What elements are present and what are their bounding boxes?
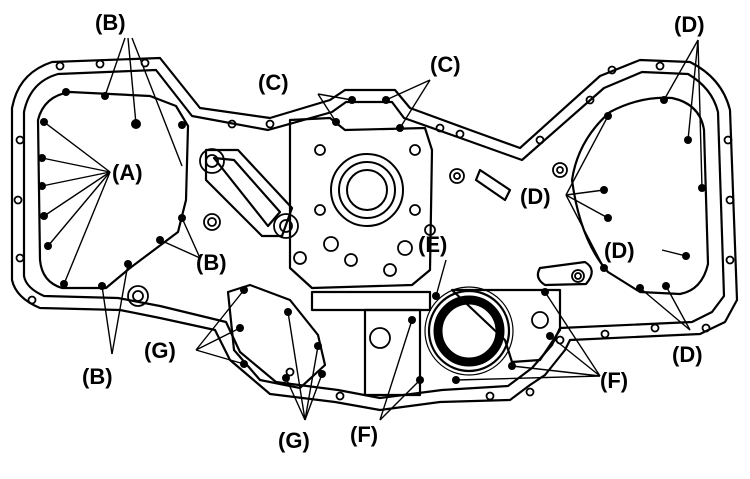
callout-labels: (B) (C) (C) (D) (A) (D) (E) (B) (D) (G) … [82, 10, 705, 453]
leader-lines [41, 37, 703, 421]
label-f-bottom: (F) [350, 422, 378, 447]
label-g-left: (G) [144, 338, 176, 363]
cover-holes [13, 58, 735, 401]
label-b-bottom: (B) [82, 364, 113, 389]
upper-bore [330, 153, 404, 227]
oil-seal [424, 286, 514, 376]
label-c-right: (C) [430, 52, 461, 77]
label-d-top: (D) [674, 12, 705, 37]
label-c-left: (C) [258, 70, 289, 95]
bolt-positions [38, 88, 706, 384]
label-e: (E) [418, 232, 447, 257]
label-b-mid: (B) [196, 250, 227, 275]
label-g-bottom: (G) [278, 428, 310, 453]
label-f-right: (F) [600, 368, 628, 393]
cover-outline [10, 56, 739, 412]
label-d-inner: (D) [604, 238, 635, 263]
label-a: (A) [112, 160, 143, 185]
label-d-bottom: (D) [672, 342, 703, 367]
label-b-top: (B) [95, 10, 126, 35]
label-d-mid: (D) [520, 184, 551, 209]
